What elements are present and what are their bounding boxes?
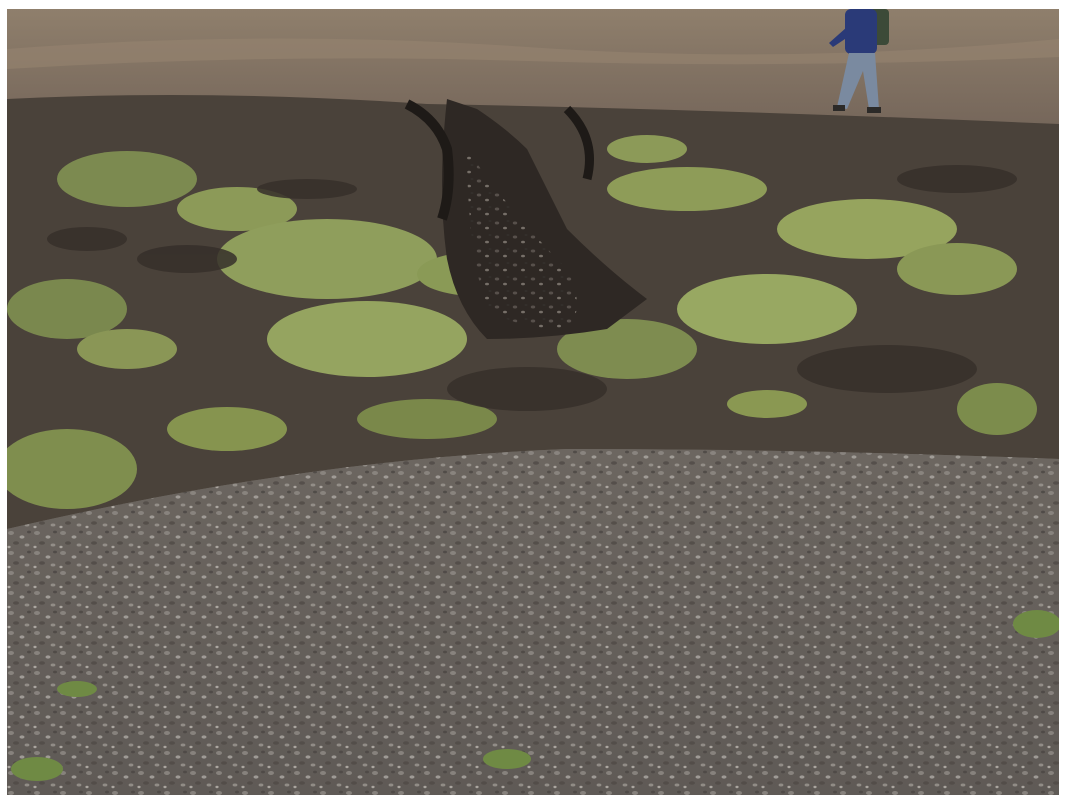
upper-slope-streaks [7, 38, 1059, 69]
landscape-photo [7, 9, 1059, 795]
gully-scarp-left [404, 99, 454, 221]
gravel-grass-tufts [11, 610, 1059, 781]
gully-rubble [467, 149, 577, 329]
hiker-arm [829, 27, 851, 47]
hiker-boot-right [867, 107, 881, 113]
gravel-texture [7, 449, 1059, 795]
hiker [829, 9, 889, 113]
hiker-legs [837, 53, 879, 109]
gully-scarp-right [563, 105, 594, 181]
hiker-boot-left [833, 105, 845, 111]
photo-canvas [7, 9, 1059, 795]
soil-patches [47, 165, 1017, 411]
hiker-jacket [845, 9, 877, 54]
